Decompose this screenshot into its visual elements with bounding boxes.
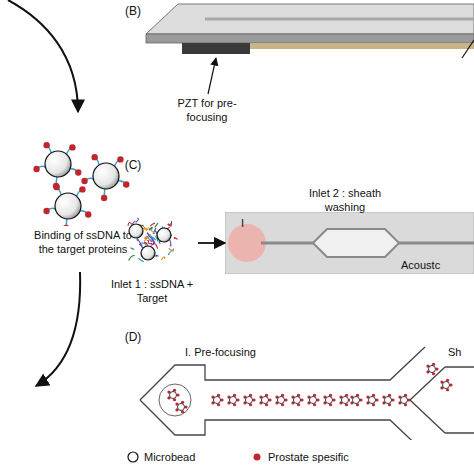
legend-text: Prostate spesific (268, 451, 349, 463)
bound-bead (167, 389, 179, 402)
bound-bead (259, 394, 271, 407)
flow-arrow (36, 272, 80, 386)
flow-arrow (198, 242, 225, 244)
callout-label: PZT for pre-focusing (172, 96, 242, 124)
legend-item: Prostate spesific (250, 450, 349, 464)
microbead (43, 184, 91, 226)
legend-swatch (250, 450, 264, 464)
legend-item: Microbead (126, 450, 195, 464)
leader-arrow (208, 58, 216, 94)
node-illustration (106, 205, 198, 275)
node-illustration (28, 140, 138, 226)
microbead (129, 224, 143, 238)
node-illustration (135, 345, 350, 440)
bound-bead (339, 394, 350, 407)
bound-bead (350, 394, 362, 407)
leader-line (462, 40, 474, 58)
callout-label: Inlet 2 : sheath washing (300, 186, 390, 214)
node-text: Acoustc (401, 258, 471, 272)
chip-illustration (146, 4, 474, 54)
bound-bead (291, 394, 303, 407)
legend-swatch (126, 450, 140, 464)
node-text: Binding of ssDNA to the target proteins (28, 228, 138, 256)
bound-bead (398, 394, 410, 407)
microbead (157, 228, 171, 242)
node-text: Sh (448, 345, 472, 359)
bound-bead (307, 394, 319, 407)
flow-arrow (8, 0, 78, 112)
node-illustration (350, 345, 474, 440)
panel-label: (B) (118, 4, 148, 18)
bound-bead (366, 394, 378, 407)
node-text: I (241, 216, 261, 230)
bound-bead (323, 394, 335, 407)
bound-bead (243, 394, 255, 407)
bound-bead (275, 394, 287, 407)
prefocus-channel: I. Pre-focusing (135, 345, 350, 440)
acoustofluidic-chip: I Acoustc (225, 212, 474, 274)
microbead (33, 142, 81, 189)
bound-bead (382, 394, 394, 407)
panel-label: (D) (118, 330, 148, 344)
separation-channel: Sh (350, 345, 474, 440)
microbead (81, 154, 129, 201)
bound-bead (227, 394, 239, 407)
node-text: I. Pre-focusing (185, 345, 305, 359)
bound-bead (426, 363, 438, 376)
bound-bead (211, 394, 223, 407)
bead-cluster: Binding of ssDNA to the target proteins (28, 140, 138, 265)
node-text: Inlet 1 : ssDNA + Target (106, 277, 198, 305)
bound-bead (175, 401, 187, 414)
legend-text: Microbead (144, 451, 195, 463)
bound-bead (440, 379, 452, 392)
microbead (141, 246, 155, 260)
panel-label: (C) (118, 158, 148, 172)
sample-mixture: Inlet 1 : ssDNA + Target (106, 205, 198, 310)
